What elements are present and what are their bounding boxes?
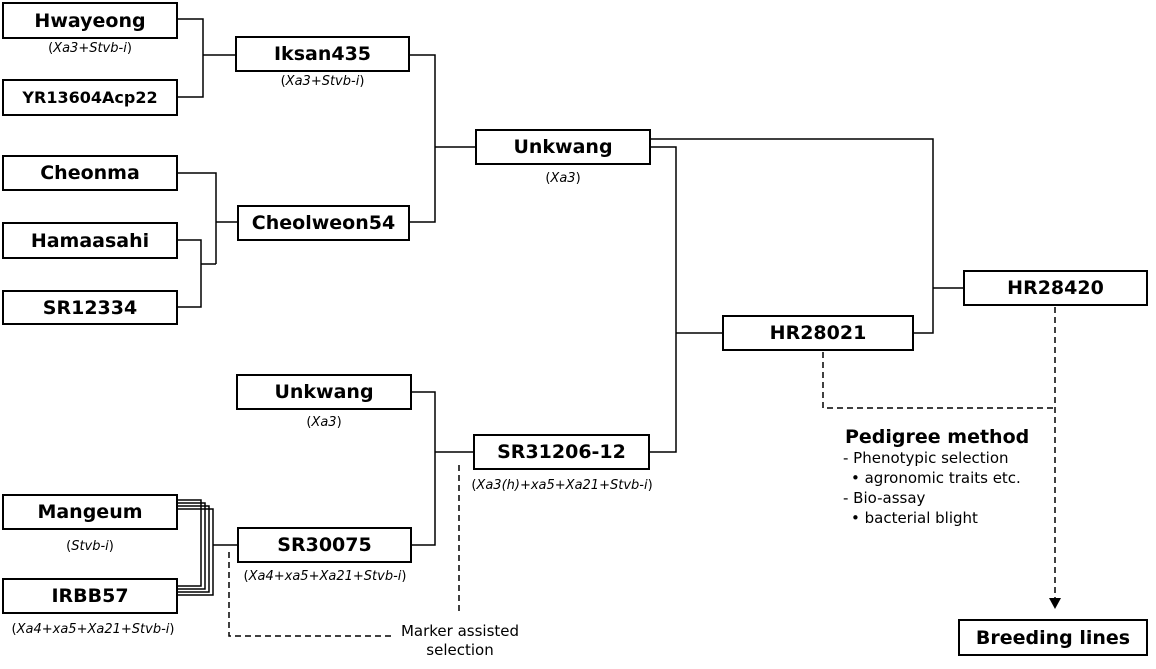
node-label: Mangeum [37, 501, 143, 523]
node-label: HR28420 [1007, 277, 1104, 299]
gene-sr31206-12: (Xa3(h)+xa5+Xa21+Stvb-i) [471, 478, 653, 493]
line-backcross-4 [176, 508, 214, 596]
line-backcross-2 [176, 502, 206, 590]
node-label: SR12334 [42, 296, 138, 319]
node-label: Unkwang [513, 136, 613, 158]
line-unkwang-to-hr28021 [649, 146, 677, 453]
node-sr12334: SR12334 [2, 290, 178, 325]
pedigree-method-title: Pedigree method [845, 426, 1030, 448]
node-cheonma: Cheonma [2, 155, 178, 191]
line-pedigree-hr28021 [822, 352, 1055, 409]
marker-selection-line: selection [426, 641, 494, 659]
node-label: IRBB57 [51, 585, 129, 607]
pedigree-method-line: • bacterial blight [851, 509, 978, 527]
node-sr31206-12: SR31206-12 [473, 434, 650, 470]
gene-label: Xa3(h)+xa5+Xa21+Stvb-i [476, 478, 648, 493]
line-backcross-1 [176, 499, 202, 587]
line-unkwang-to-hr28420 [651, 138, 934, 334]
node-unkwang-top: Unkwang [475, 129, 651, 165]
node-label: Cheonma [40, 162, 140, 184]
line-unkwang-bottom [411, 391, 436, 546]
gene-sr30075: (Xa4+xa5+Xa21+Stvb-i) [243, 569, 407, 584]
node-iksan435: Iksan435 [235, 36, 410, 72]
pedigree-method-line: - Phenotypic selection [843, 449, 1009, 467]
gene-irbb57: (Xa4+xa5+Xa21+Stvb-i) [11, 622, 175, 637]
node-hr28420: HR28420 [963, 270, 1148, 306]
pedigree-method-line: • agronomic traits etc. [851, 469, 1021, 487]
node-label: Hamaasahi [30, 229, 150, 252]
node-hwayeong: Hwayeong [2, 2, 178, 39]
node-cheolweon54: Cheolweon54 [237, 205, 410, 241]
line-hwayeong [176, 18, 204, 98]
gene-unkwang-top: (Xa3) [545, 171, 581, 186]
gene-label: Xa3 [550, 171, 576, 186]
node-label: Cheolweon54 [251, 212, 396, 234]
node-yr13604acp22: YR13604Acp22 [2, 79, 178, 116]
node-label: Hwayeong [34, 9, 146, 32]
gene-label: Xa3+Stvb-i [285, 74, 360, 89]
node-unkwang-bottom: Unkwang [236, 374, 412, 410]
node-label: SR31206-12 [497, 441, 626, 463]
gene-unkwang-bottom: (Xa3) [306, 415, 342, 430]
pedigree-method-notes: Pedigree method - Phenotypic selection •… [843, 426, 1030, 528]
arrow-head [1049, 598, 1061, 609]
node-breeding-lines: Breeding lines [958, 619, 1148, 656]
node-mangeum: Mangeum [2, 494, 178, 530]
pedigree-method-line: - Bio-assay [843, 489, 926, 507]
line-backcross-3 [176, 505, 210, 593]
marker-selection-line: Marker assisted [400, 622, 520, 640]
line-marker-selection [228, 552, 391, 637]
node-hr28021: HR28021 [722, 315, 914, 351]
node-label: Unkwang [274, 381, 374, 403]
node-label: HR28021 [769, 322, 867, 344]
node-hamaasahi: Hamaasahi [2, 222, 178, 259]
marker-selection-label: Marker assisted selection [385, 622, 535, 660]
node-label: Iksan435 [273, 43, 372, 65]
gene-mangeum: (Stvb-i) [66, 539, 114, 554]
gene-hwayeong: (Xa3+Stvb-i) [48, 41, 132, 56]
node-label: Breeding lines [975, 626, 1131, 649]
node-irbb57: IRBB57 [2, 578, 178, 614]
line-iksan435 [409, 54, 436, 223]
node-label: YR13604Acp22 [22, 88, 158, 107]
line-cheonma [176, 172, 217, 222]
gene-label: Xa4+xa5+Xa21+Stvb-i [16, 622, 170, 637]
gene-label: Xa3 [311, 415, 337, 430]
gene-iksan435: (Xa3+Stvb-i) [280, 74, 365, 89]
gene-label: Stvb-i [71, 539, 109, 554]
node-sr30075: SR30075 [237, 527, 412, 563]
line-hamaasahi [176, 239, 202, 308]
node-label: SR30075 [277, 534, 372, 556]
gene-label: Xa4+xa5+Xa21+Stvb-i [248, 569, 402, 584]
gene-label: Xa3+Stvb-i [53, 41, 127, 56]
